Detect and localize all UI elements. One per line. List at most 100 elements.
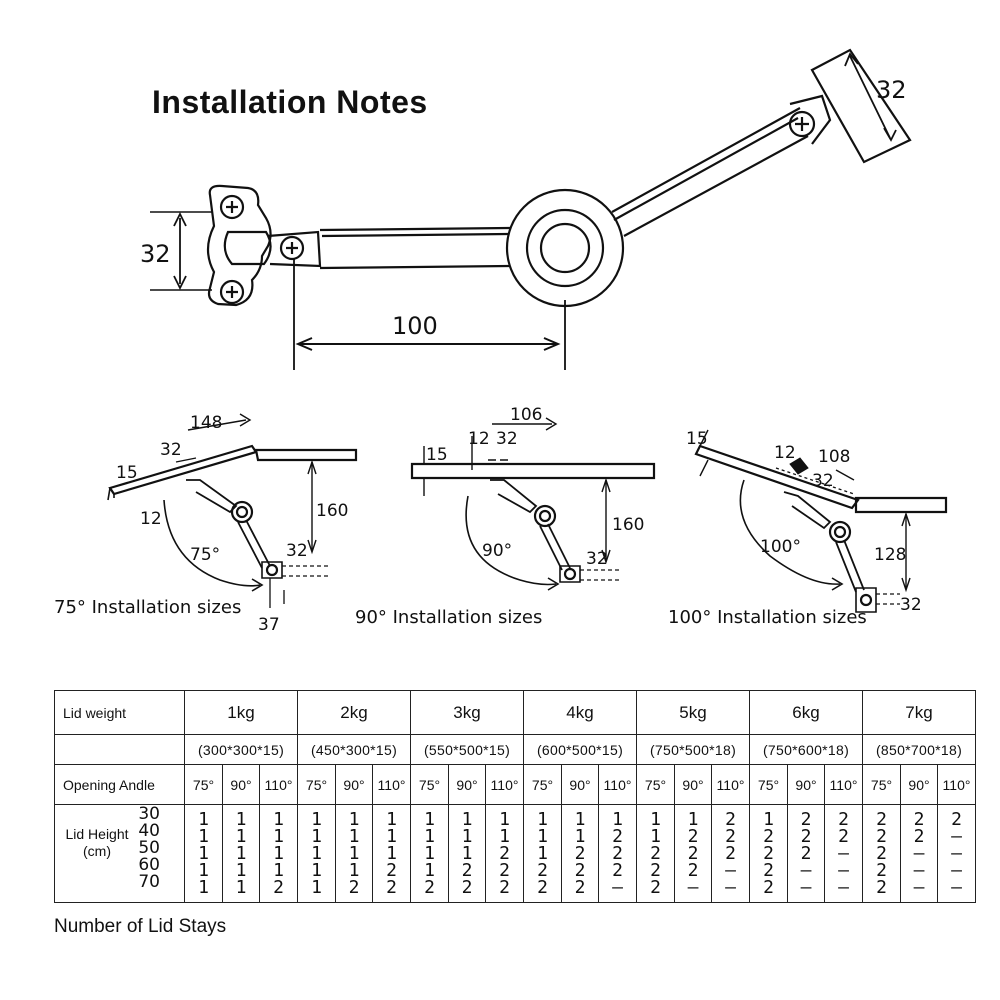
stay-count: – bbox=[838, 860, 849, 881]
stay-count: 2 bbox=[499, 877, 510, 898]
stay-count: – bbox=[838, 877, 849, 898]
lid-height-values: 30 40 50 60 70 bbox=[116, 806, 160, 891]
angle-cell: 75° bbox=[184, 764, 223, 805]
angle-cell: 75° bbox=[523, 764, 562, 805]
angle-100: 100° bbox=[760, 537, 801, 557]
stay-count: – bbox=[800, 877, 812, 898]
stay-count: 2 bbox=[876, 843, 887, 864]
stay-count: 1 bbox=[198, 877, 209, 898]
stay-count: 1 bbox=[198, 860, 209, 881]
stay-count: 1 bbox=[348, 860, 360, 881]
stay-count: – bbox=[725, 860, 736, 881]
stay-count: 1 bbox=[424, 860, 435, 881]
dim-100-a: 15 bbox=[686, 429, 708, 449]
stay-count: 2 bbox=[913, 826, 925, 847]
stay-count: 1 bbox=[348, 843, 360, 864]
stay-count: 2 bbox=[537, 877, 548, 898]
lid-height-cell bbox=[54, 804, 185, 903]
stay-count: 2 bbox=[537, 860, 548, 881]
stay-count: 2 bbox=[574, 860, 586, 881]
angle-cell: 75° bbox=[862, 764, 901, 805]
row-size: (300*300*15)(450*300*15)(550*500*15)(600… bbox=[54, 734, 976, 765]
stay-count: 1 bbox=[537, 826, 548, 847]
height-40: 40 bbox=[138, 821, 160, 841]
stay-count: 2 bbox=[499, 860, 510, 881]
stay-count: – bbox=[838, 843, 849, 864]
stay-count: 2 bbox=[650, 877, 661, 898]
stay-count: 1 bbox=[424, 843, 435, 864]
dim-mount-spacing: 32 bbox=[140, 240, 171, 268]
size-header bbox=[54, 734, 185, 765]
stay-count: 1 bbox=[198, 843, 209, 864]
stay-count: 1 bbox=[311, 843, 322, 864]
stay-count: 1 bbox=[235, 809, 247, 830]
dim-90-e: 160 bbox=[612, 515, 644, 535]
stay-count: 1 bbox=[424, 809, 435, 830]
angle-cell: 75° bbox=[636, 764, 675, 805]
stay-count: 1 bbox=[424, 826, 435, 847]
stay-count: – bbox=[687, 877, 699, 898]
stay-count: 2 bbox=[650, 843, 661, 864]
stay-count: 1 bbox=[273, 826, 284, 847]
count-cell: 2–––– bbox=[937, 804, 976, 903]
stay-count: 2 bbox=[461, 860, 473, 881]
angle-cell: 90° bbox=[787, 764, 825, 805]
stay-count: 2 bbox=[424, 877, 435, 898]
dim-100-d: 32 bbox=[812, 471, 834, 491]
dim-75-c: 15 bbox=[116, 463, 138, 483]
stay-count: 2 bbox=[763, 826, 774, 847]
angle-cell: 110° bbox=[598, 764, 637, 805]
weight-1kg: 1kg bbox=[184, 690, 298, 735]
stay-count: 1 bbox=[235, 843, 247, 864]
dim-90-a: 106 bbox=[510, 405, 542, 425]
angle-cell: 90° bbox=[222, 764, 260, 805]
stay-count: 1 bbox=[499, 826, 510, 847]
stay-count: 2 bbox=[876, 877, 887, 898]
stay-count: 2 bbox=[687, 826, 699, 847]
stay-count: 1 bbox=[461, 826, 473, 847]
angle-cell: 75° bbox=[749, 764, 788, 805]
stay-count: 1 bbox=[461, 809, 473, 830]
page-title: Installation Notes bbox=[152, 84, 428, 120]
dim-90-b: 12 bbox=[468, 429, 490, 449]
dim-75-a: 148 bbox=[190, 413, 222, 433]
stay-count: 1 bbox=[311, 809, 322, 830]
dim-100-c: 108 bbox=[818, 447, 850, 467]
height-50: 50 bbox=[138, 838, 160, 858]
lid-size: (750*600*18) bbox=[749, 734, 863, 765]
stay-count: 2 bbox=[838, 809, 849, 830]
stay-count: 1 bbox=[574, 809, 586, 830]
lid-height-label: Lid Height (cm) bbox=[60, 826, 134, 860]
stay-count: 1 bbox=[311, 826, 322, 847]
dim-top-plate: 32 bbox=[876, 76, 907, 104]
stay-count: 2 bbox=[461, 877, 473, 898]
lid-size: (750*500*18) bbox=[636, 734, 750, 765]
stay-count: 2 bbox=[612, 843, 623, 864]
stay-count: 1 bbox=[235, 860, 247, 881]
stay-count: 1 bbox=[461, 843, 473, 864]
lid-size: (600*500*15) bbox=[523, 734, 637, 765]
stay-count: – bbox=[913, 877, 925, 898]
lid-height-label-text: Lid Height bbox=[65, 826, 129, 842]
stay-count: 2 bbox=[687, 843, 699, 864]
stay-count: 2 bbox=[499, 843, 510, 864]
caption-90: 90° Installation sizes bbox=[355, 607, 543, 628]
stay-count: 2 bbox=[951, 809, 962, 830]
stay-count: 2 bbox=[838, 826, 849, 847]
stay-count: 2 bbox=[876, 826, 887, 847]
stay-count: 1 bbox=[235, 877, 247, 898]
stay-count: 1 bbox=[273, 860, 284, 881]
stay-count: 1 bbox=[386, 843, 397, 864]
stay-count: – bbox=[951, 826, 962, 847]
